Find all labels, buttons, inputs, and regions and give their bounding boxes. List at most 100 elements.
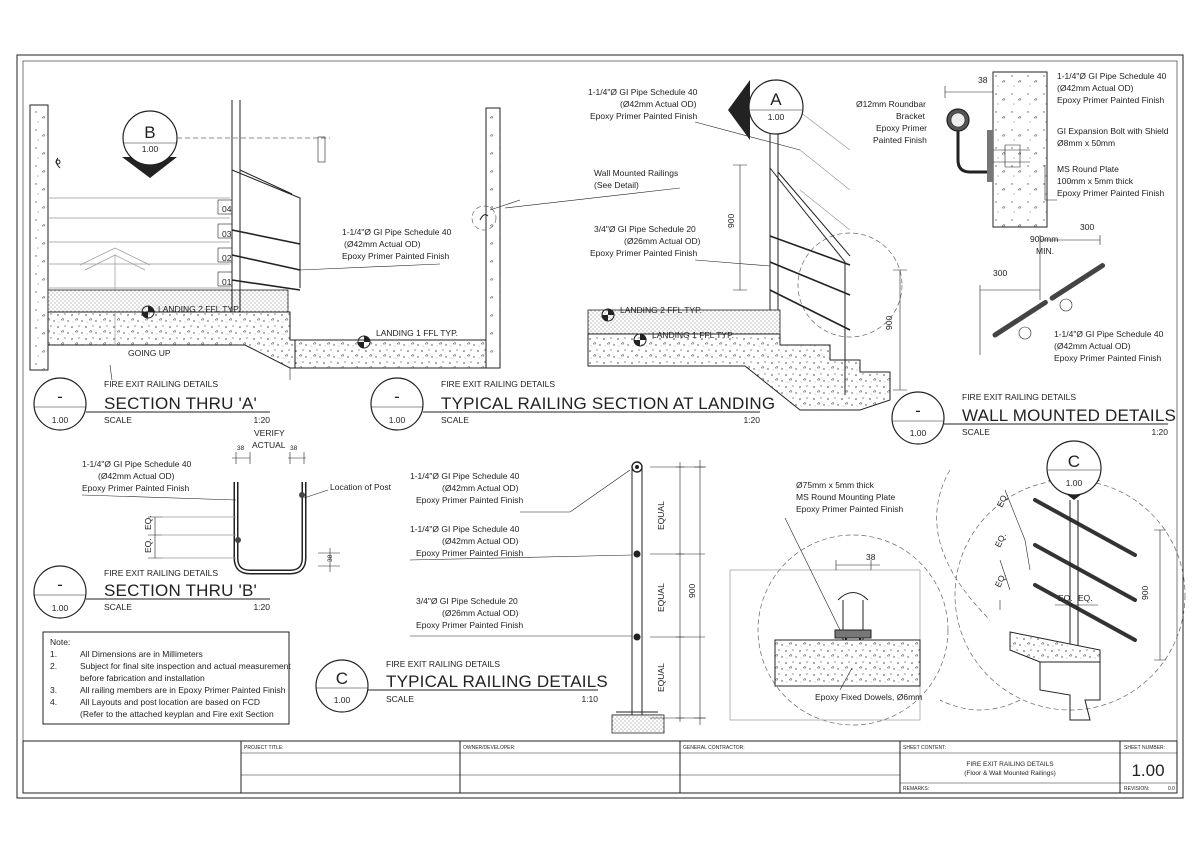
section-a-bubble-id: B: [144, 123, 156, 142]
section-b-labels: 1-1/4"Ø GI Pipe Schedule 40 (Ø42mm Actua…: [81, 428, 392, 562]
svg-text:1.00: 1.00: [334, 695, 351, 705]
svg-text:Epoxy Primer Painted Finish: Epoxy Primer Painted Finish: [590, 111, 698, 121]
svg-text:FIRE EXIT RAILING DETAILS: FIRE EXIT RAILING DETAILS: [104, 568, 218, 578]
svg-text:Epoxy Primer Painted Finish: Epoxy Primer Painted Finish: [796, 504, 904, 514]
svg-text:OWNER/DEVELOPER:: OWNER/DEVELOPER:: [463, 745, 516, 751]
svg-text:900: 900: [687, 584, 697, 598]
svg-text:Bracket: Bracket: [896, 111, 925, 121]
svg-text:1-1/4"Ø GI Pipe Schedule 40: 1-1/4"Ø GI Pipe Schedule 40: [82, 459, 192, 469]
section-a-right-wall: [485, 107, 501, 369]
svg-text:All Layouts and post location: All Layouts and post location are based …: [80, 697, 260, 707]
svg-text:38: 38: [327, 554, 334, 562]
svg-text:300: 300: [993, 268, 1007, 278]
svg-text:FIRE EXIT RAILING DETAILS: FIRE EXIT RAILING DETAILS: [386, 659, 500, 669]
title-block: PROJECT TITLE: OWNER/DEVELOPER: GENERAL …: [22, 740, 1178, 794]
svg-text:Epoxy Primer Painted Finish: Epoxy Primer Painted Finish: [1054, 353, 1162, 363]
svg-text:A: A: [770, 90, 782, 109]
svg-text:MIN.: MIN.: [1036, 246, 1054, 256]
landing-1-slab: [294, 339, 487, 369]
svg-text:EQ.: EQ.: [995, 491, 1010, 509]
sheet-border-outer: [16, 54, 1184, 799]
svg-text:MS Round Plate: MS Round Plate: [1057, 164, 1119, 174]
landing-section-title: - 1.00 FIRE EXIT RAILING DETAILS TYPICAL…: [370, 377, 775, 431]
landing-2-slab-b: [587, 309, 781, 335]
svg-text:Epoxy Primer Painted Finish: Epoxy Primer Painted Finish: [1057, 188, 1165, 198]
svg-text:All Dimensions are in Millimet: All Dimensions are in Millimeters: [80, 649, 203, 659]
svg-text:1:10: 1:10: [581, 694, 598, 704]
svg-text:GOING UP: GOING UP: [128, 348, 171, 358]
svg-text:SHEET CONTENT:: SHEET CONTENT:: [903, 745, 946, 751]
svg-text:Location of Post: Location of Post: [330, 482, 392, 492]
post-base: [611, 714, 665, 734]
svg-text:LANDING 1 FFL TYP.: LANDING 1 FFL TYP.: [376, 328, 458, 338]
typical-railing-title: C 1.00 FIRE EXIT RAILING DETAILS TYPICAL…: [315, 659, 608, 713]
svg-text:(Ø42mm Actual OD): (Ø42mm Actual OD): [620, 99, 697, 109]
mount-detail-labels: Ø75mm x 5mm thick MS Round Mounting Plat…: [796, 480, 922, 702]
svg-text:1.00: 1.00: [1066, 478, 1083, 488]
svg-text:(Ø42mm Actual OD): (Ø42mm Actual OD): [1054, 341, 1131, 351]
svg-text:1:20: 1:20: [743, 415, 760, 425]
svg-text:FIRE EXIT RAILING DETAILS: FIRE EXIT RAILING DETAILS: [962, 392, 1076, 402]
rail-b-top: [769, 167, 851, 395]
svg-text:(Ø42mm Actual OD): (Ø42mm Actual OD): [1057, 83, 1134, 93]
wall-mounted-labels: 38 Ø12mm Roundbar Bracket Epoxy Primer P…: [856, 71, 1169, 363]
svg-text:EQ.: EQ.: [993, 531, 1008, 549]
svg-text:GENERAL CONTRACTOR:: GENERAL CONTRACTOR:: [683, 745, 745, 751]
svg-text:EQUAL: EQUAL: [656, 663, 666, 692]
wall-rail-plan: [992, 259, 1111, 338]
roundbar-bracket: [956, 118, 987, 174]
svg-text:REVISION:: REVISION:: [1124, 786, 1149, 792]
landing-section-drawing: [587, 96, 907, 411]
level-marker-landing-2-b: [601, 308, 615, 322]
svg-text:1-1/4"Ø GI Pipe Schedule 40: 1-1/4"Ø GI Pipe Schedule 40: [410, 524, 520, 534]
svg-text:1.00: 1.00: [52, 603, 69, 613]
svg-text:Subject for final site inspect: Subject for final site inspection and ac…: [80, 661, 291, 671]
svg-text:-: -: [57, 387, 63, 406]
svg-text:(Ø42mm Actual OD): (Ø42mm Actual OD): [344, 239, 421, 249]
detail-c-labels: EQ. EQ. EQ. EQ. EQ. 900: [993, 491, 1150, 603]
landing-section-title-text: TYPICAL RAILING SECTION AT LANDING: [441, 394, 775, 413]
svg-text:PROJECT TITLE:: PROJECT TITLE:: [244, 745, 284, 751]
svg-text:Epoxy Primer Painted Finish: Epoxy Primer Painted Finish: [416, 620, 524, 630]
svg-text:Painted Finish: Painted Finish: [873, 135, 927, 145]
section-a-bubble-scale: 1.00: [142, 144, 159, 154]
svg-text:(Ø26mm Actual OD): (Ø26mm Actual OD): [442, 608, 519, 618]
section-a-labels: 04 03 02 01 1-1/4"Ø GI Pipe Schedule 40 …: [128, 199, 521, 358]
svg-text:1:20: 1:20: [253, 602, 270, 612]
svg-text:LANDING 2 FFL TYP.: LANDING 2 FFL TYP.: [158, 304, 240, 314]
svg-text:1-1/4"Ø GI Pipe Schedule 40: 1-1/4"Ø GI Pipe Schedule 40: [1054, 329, 1164, 339]
svg-text:2.: 2.: [50, 661, 57, 671]
svg-text:SHEET NUMBER:: SHEET NUMBER:: [1124, 745, 1165, 751]
svg-text:SCALE: SCALE: [441, 415, 469, 425]
svg-text:LANDING 2 FFL TYP.: LANDING 2 FFL TYP.: [620, 305, 702, 315]
svg-text:EQUAL: EQUAL: [656, 501, 666, 530]
svg-text:SCALE: SCALE: [104, 415, 132, 425]
typical-railing-title-text: TYPICAL RAILING DETAILS: [386, 672, 608, 691]
svg-text:02: 02: [222, 253, 232, 263]
svg-text:4.: 4.: [50, 697, 57, 707]
svg-text:900: 900: [726, 214, 736, 228]
section-a-drawing: [29, 100, 501, 381]
landing-section-bubble: A 1.00: [728, 79, 804, 140]
wall-mounted-drawing: [944, 71, 1111, 355]
svg-text:Wall Mounted Railings: Wall Mounted Railings: [594, 168, 678, 178]
mount-detail-drawing: [729, 517, 949, 726]
svg-text:1-1/4"Ø GI Pipe Schedule 40: 1-1/4"Ø GI Pipe Schedule 40: [410, 471, 520, 481]
svg-text:FIRE EXIT RAILING DETAILS: FIRE EXIT RAILING DETAILS: [441, 379, 555, 389]
svg-text:REMARKS:: REMARKS:: [903, 786, 929, 792]
svg-text:C: C: [1068, 452, 1080, 471]
svg-text:1.00: 1.00: [389, 415, 406, 425]
wall-mounted-title: - 1.00 FIRE EXIT RAILING DETAILS WALL MO…: [891, 391, 1176, 445]
level-marker-landing-1: [357, 335, 371, 349]
svg-text:C: C: [336, 669, 348, 688]
svg-text:1.00: 1.00: [52, 415, 69, 425]
svg-text:(Floor & Wall Mounted Railings: (Floor & Wall Mounted Railings): [964, 770, 1056, 777]
svg-text:Epoxy Primer Painted Finish: Epoxy Primer Painted Finish: [416, 495, 524, 505]
svg-text:Epoxy Fixed Dowels, Ø6mm: Epoxy Fixed Dowels, Ø6mm: [815, 692, 922, 702]
svg-text:100mm x 5mm thick: 100mm x 5mm thick: [1057, 176, 1134, 186]
level-marker-landing-2: [141, 305, 155, 319]
svg-text:900mm: 900mm: [1030, 234, 1058, 244]
svg-text:EQ.: EQ.: [993, 571, 1008, 589]
section-a-title: - 1.00 FIRE EXIT RAILING DETAILS SECTION…: [33, 377, 270, 431]
